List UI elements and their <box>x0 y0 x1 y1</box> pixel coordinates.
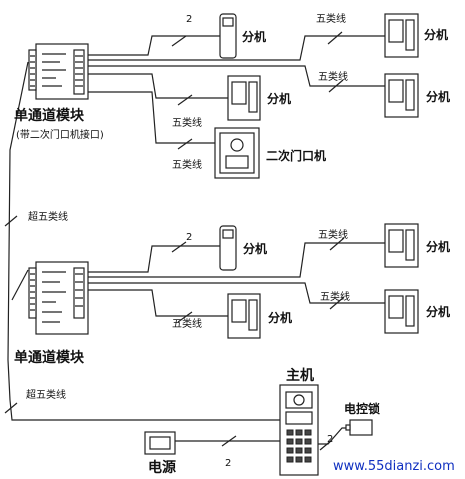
indoor-monitor-icon <box>384 13 419 58</box>
handset-icon <box>219 13 237 59</box>
module-board-icon <box>28 261 89 335</box>
indoor-monitor-icon <box>384 223 419 268</box>
extension-label: 分机 <box>267 91 291 106</box>
super-cat5-label: 超五类线 <box>26 388 66 401</box>
indoor-monitor-icon <box>384 73 419 118</box>
lock-icon <box>345 419 373 436</box>
host-panel-icon <box>279 384 319 476</box>
module-title-1: 单通道模块 <box>14 107 85 124</box>
cat5-label: 五类线 <box>318 228 348 241</box>
extension-label: 分机 <box>426 304 450 319</box>
cat5-label: 五类线 <box>316 12 346 25</box>
wire-label-2: 2 <box>327 434 333 445</box>
extension-label: 分机 <box>268 310 292 325</box>
extension-label: 分机 <box>426 89 450 104</box>
indoor-monitor-icon <box>227 75 261 121</box>
power-supply-icon <box>144 431 176 455</box>
cat5-label: 五类线 <box>172 116 202 129</box>
indoor-monitor-icon <box>384 289 419 334</box>
extension-label: 分机 <box>426 239 450 254</box>
cat5-label: 五类线 <box>320 290 350 303</box>
module-board-icon <box>28 43 89 100</box>
cat5-label: 五类线 <box>318 70 348 83</box>
door-station-icon <box>214 127 260 179</box>
module-title-2: 单通道模块 <box>14 349 85 366</box>
indoor-monitor-icon <box>227 293 261 339</box>
power-label: 电源 <box>148 459 176 476</box>
extension-label: 分机 <box>424 27 448 42</box>
handset-icon <box>219 225 237 271</box>
secondary-door-unit-label: 二次门口机 <box>266 148 326 163</box>
wires <box>4 31 385 451</box>
super-cat5-label: 超五类线 <box>28 210 68 223</box>
extension-label: 分机 <box>243 241 267 256</box>
wire-label-2: 2 <box>225 458 231 469</box>
wire-label-2: 2 <box>186 232 192 243</box>
extension-label: 分机 <box>242 29 266 44</box>
electric-lock-label: 电控锁 <box>344 401 380 416</box>
watermark: www.55dianzi.com <box>333 459 455 474</box>
cat5-label: 五类线 <box>172 158 202 171</box>
wire-label-2: 2 <box>186 14 192 25</box>
cat5-label: 五类线 <box>172 317 202 330</box>
module-note-1: (带二次门口机接口) <box>16 128 104 141</box>
host-label: 主机 <box>286 367 314 384</box>
